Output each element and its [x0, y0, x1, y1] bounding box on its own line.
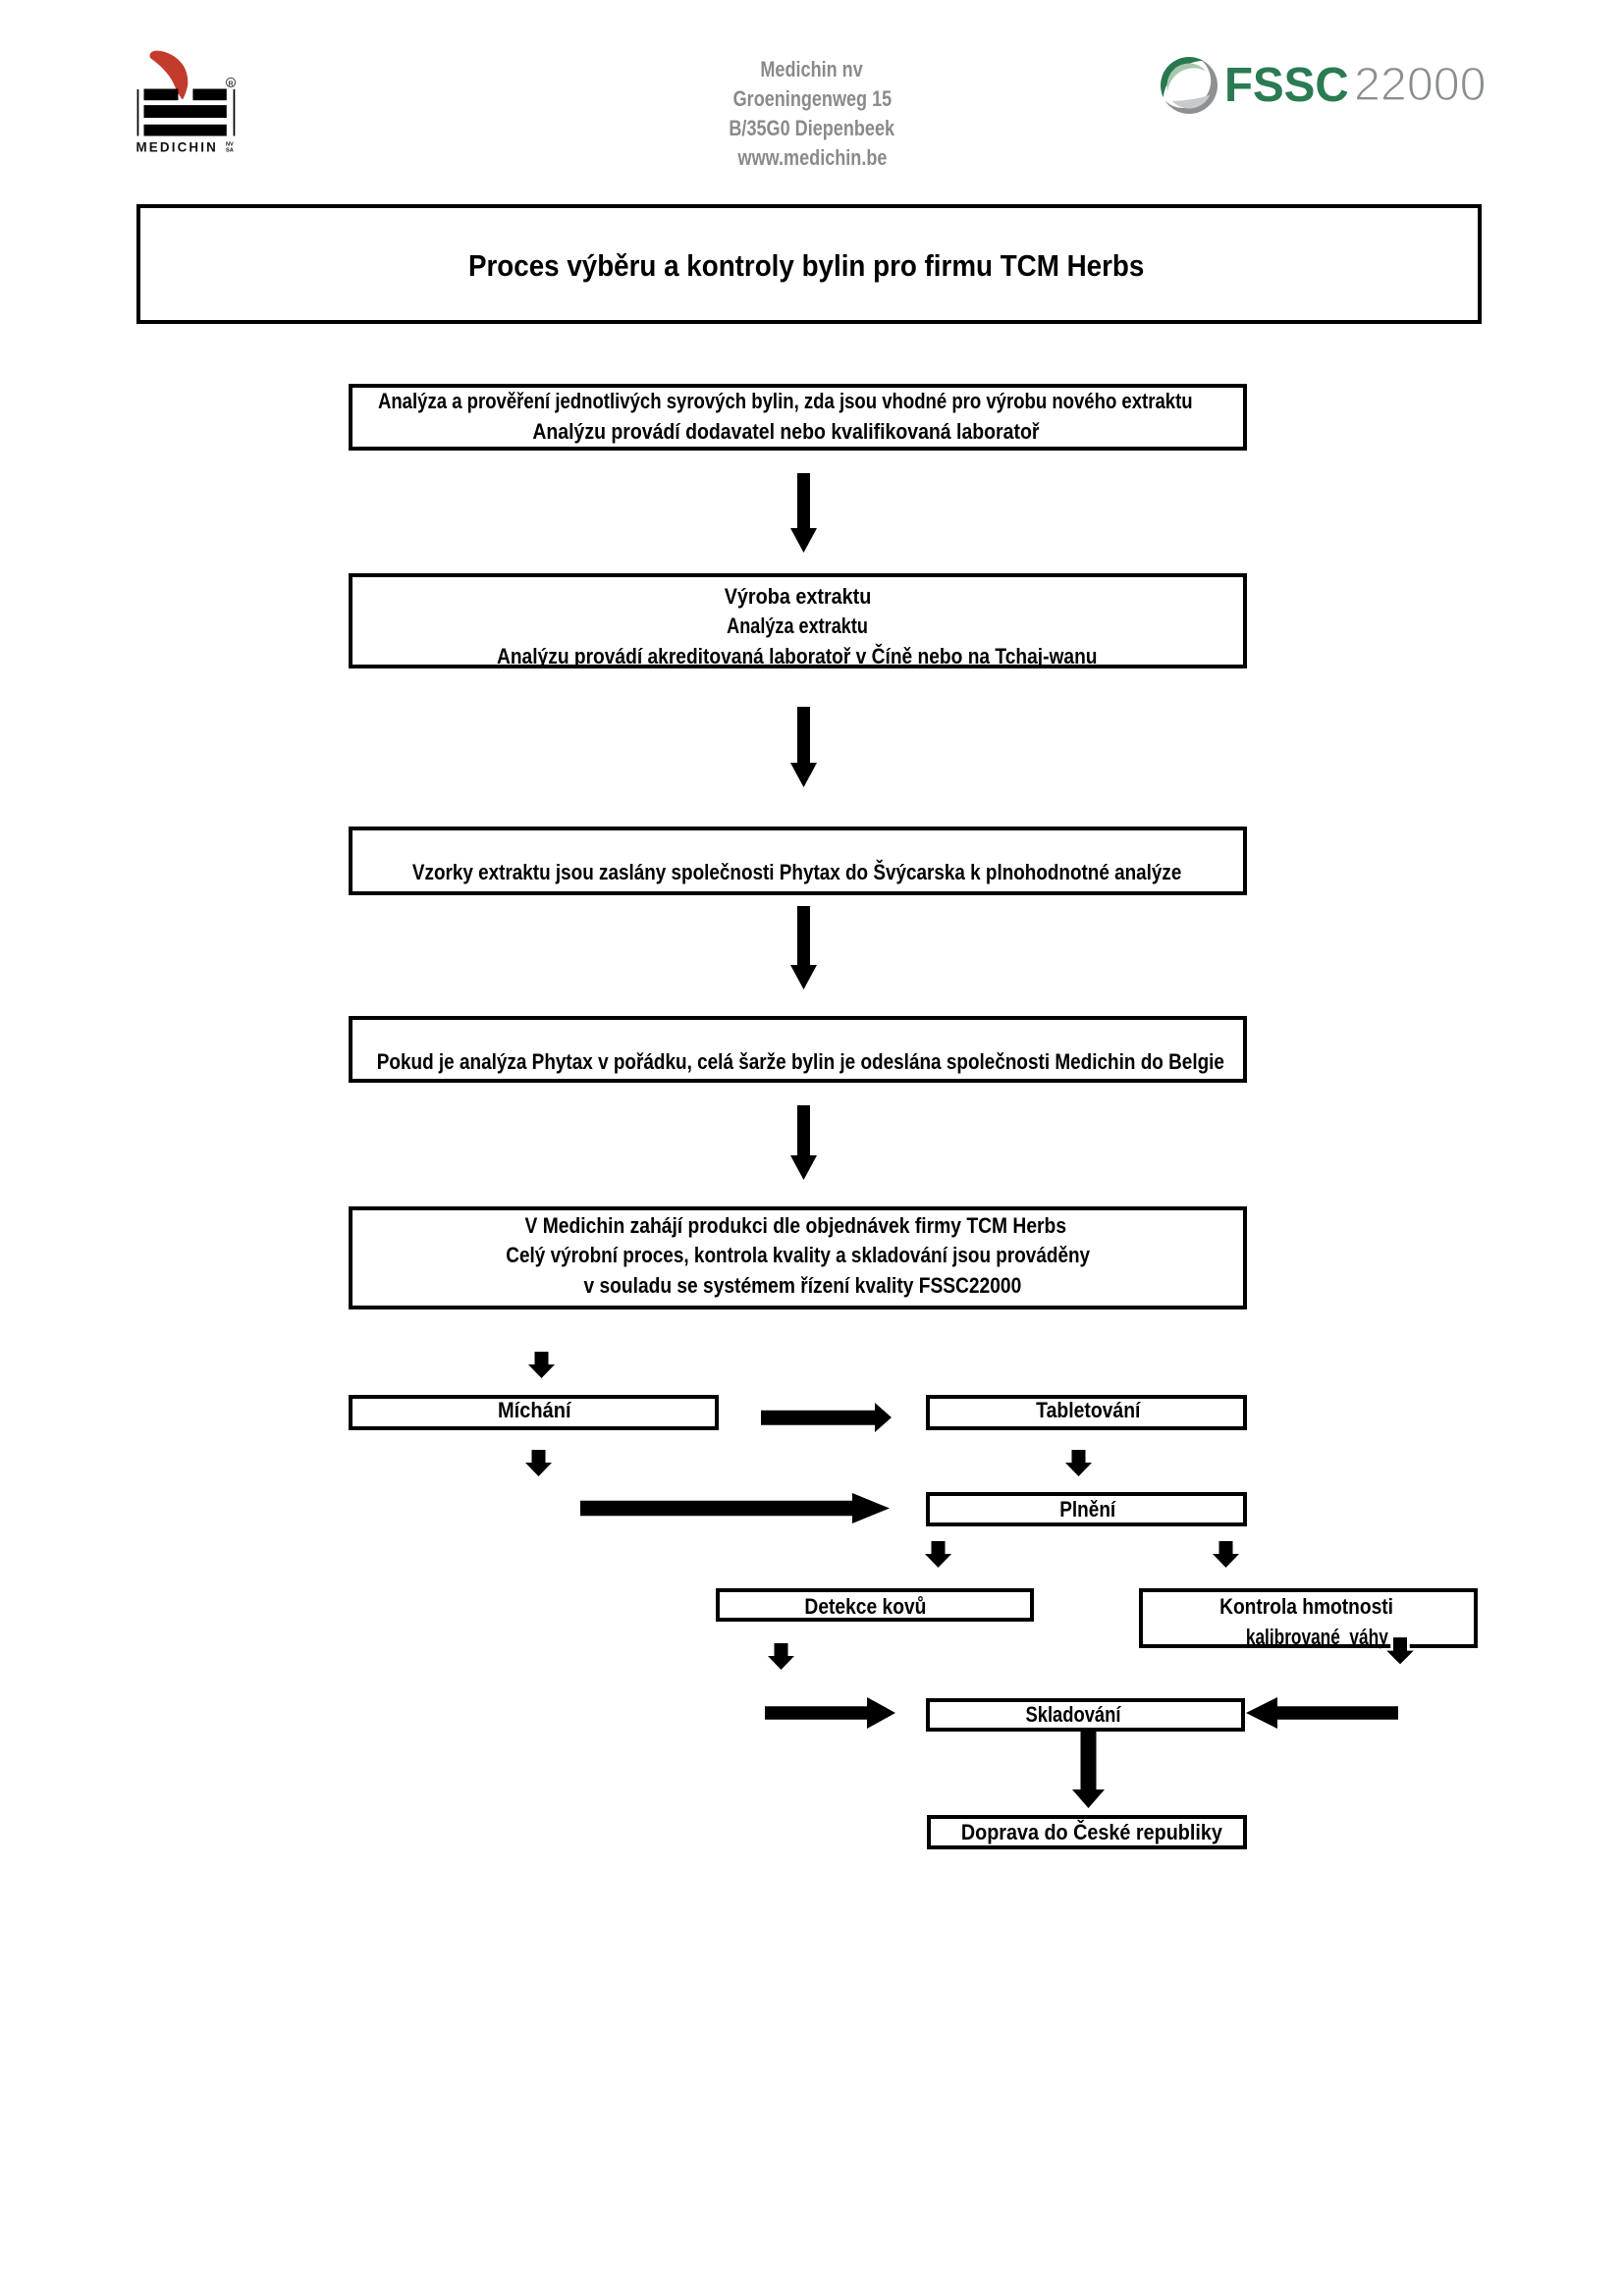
- svg-text:SA: SA: [226, 148, 234, 154]
- svg-text:MEDICHIN: MEDICHIN: [136, 140, 218, 155]
- svg-text:R: R: [228, 81, 233, 88]
- svg-text:NV: NV: [226, 142, 234, 148]
